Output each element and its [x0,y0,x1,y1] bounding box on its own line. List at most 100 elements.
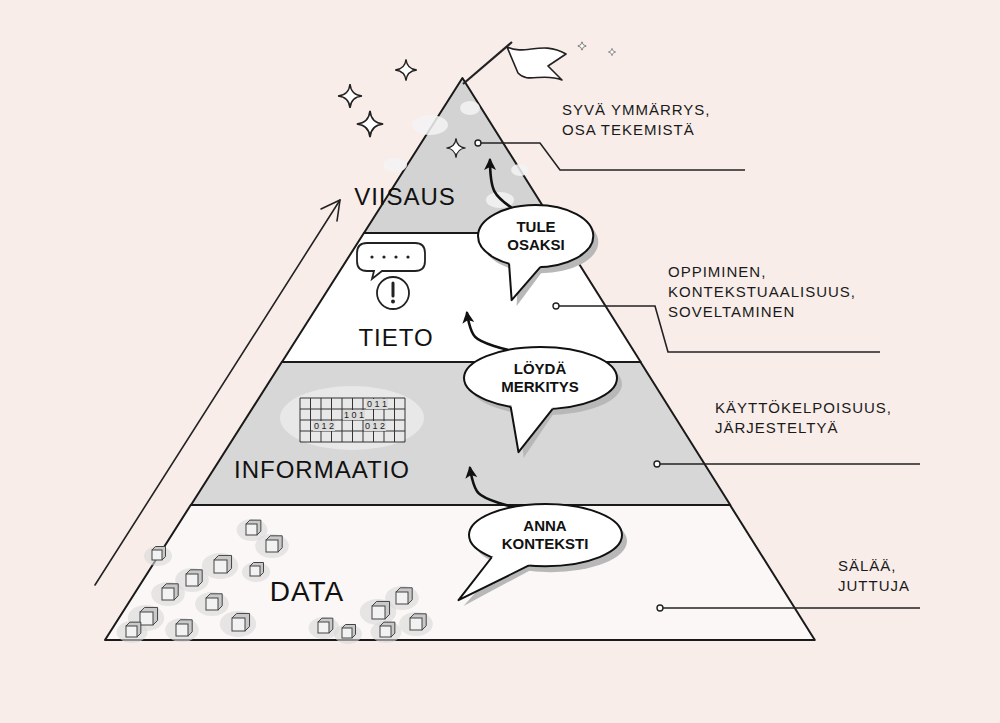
band-label: INFORMAATIO [234,456,410,484]
viisaus-speckles [383,158,407,172]
data-cubes [371,621,402,643]
band-shape [191,362,730,505]
data-cubes [220,611,256,637]
data-cubes [396,588,412,604]
sparkles [578,42,586,50]
band-label: DATA [270,576,345,608]
data-cubes [342,628,352,638]
bubble-outline [464,347,617,409]
data-cubes [410,618,422,630]
data-cubes [232,613,250,631]
data-cubes [385,586,419,610]
data-cubes [318,618,333,633]
side-note: SYVÄ YMMÄRRYS, OSA TEKEMISTÄ [562,100,742,140]
tieto-icon [370,255,373,258]
data-cubes [176,620,192,636]
band-outline [191,362,730,505]
leader-lines [478,143,745,170]
flag [463,42,566,84]
informaatio-grid [300,398,301,442]
informaatio-grid [331,398,332,442]
informaatio-grid [405,398,406,442]
leader-lines [660,607,920,609]
data-cubes [372,606,385,619]
table-cell: 1 0 1 [343,410,365,420]
band-label: VIISAUS [354,183,456,211]
data-cubes [246,520,261,535]
data-cubes [214,555,232,573]
speech-bubble: LÖYDÄ MERKITYS [464,347,617,409]
data-cubes [266,540,278,552]
band-shape [105,505,815,640]
tieto-icon [382,255,385,258]
band-outline [282,233,641,362]
viisaus-speckles [511,164,529,176]
informaatio-grid [342,398,343,442]
sparkles [608,48,615,55]
leader-dots [553,303,559,309]
pyramid-band: DATA [105,505,815,640]
data-cubes [195,592,229,616]
data-cubes [318,622,329,633]
flag [507,47,566,80]
sparkles [338,42,616,158]
data-cubes [396,592,408,604]
data-cubes [372,601,390,619]
leader-lines [657,463,920,465]
tieto-icon [391,300,395,304]
tieto-icon [377,277,409,309]
table-cell: 0 1 2 [364,421,386,431]
data-cubes [126,622,141,637]
bubble-label: LÖYDÄ MERKITYS [490,360,590,396]
tieto-icon [406,255,409,258]
viisaus-speckles [412,115,448,135]
viisaus-speckles [460,101,480,115]
speech-bubble: TULE OSAKSI [478,205,593,267]
speech-bubble: ANNA KONTEKSTI [469,504,622,566]
flag [463,42,512,84]
bubble-outline [469,504,622,566]
informaatio-grid [280,386,424,450]
side-note: KÄYTTÖKELPOISUUS, JÄRJESTELTYÄ [715,398,920,438]
data-cubes [140,607,158,625]
bubble-label: TULE OSAKSI [499,218,573,254]
tieto-icon [392,283,395,296]
data-cubes [126,626,137,637]
informaatio-grid [363,398,364,442]
sparkles [357,111,383,137]
rising-arrow [321,200,340,221]
pyramid-band: INFORMAATIO [191,362,730,505]
informaatio-grid [280,386,424,450]
data-cubes [186,570,202,586]
leader-dots [657,605,663,611]
table-cell: 0 1 1 [366,399,388,409]
data-cubes [380,626,391,637]
sparkles [338,84,362,108]
data-cubes [250,566,260,576]
data-cubes [152,550,162,560]
informaatio-grid [352,398,353,442]
data-cubes [232,618,245,631]
data-cubes [242,562,270,582]
band-label: TIETO [358,324,433,352]
sparkles [395,59,417,81]
informaatio-grid [321,398,322,442]
bubble-outline [478,205,593,267]
data-cubes [309,617,340,639]
informaatio-grid [394,398,395,442]
band-outline [105,505,815,640]
data-cubes [214,560,227,573]
data-cubes [266,536,282,552]
data-cubes [152,547,166,561]
side-note: SÄLÄÄ, JUTTUJA [838,556,930,596]
data-cubes [162,588,174,600]
data-cubes [186,574,198,586]
leader-dots [654,461,660,467]
data-cubes [342,625,356,639]
data-cubes [255,534,289,558]
bubble-label: ANNA KONTEKSTI [495,517,595,553]
data-cubes [162,584,178,600]
data-cubes [165,618,199,642]
leader-dots [475,140,481,146]
